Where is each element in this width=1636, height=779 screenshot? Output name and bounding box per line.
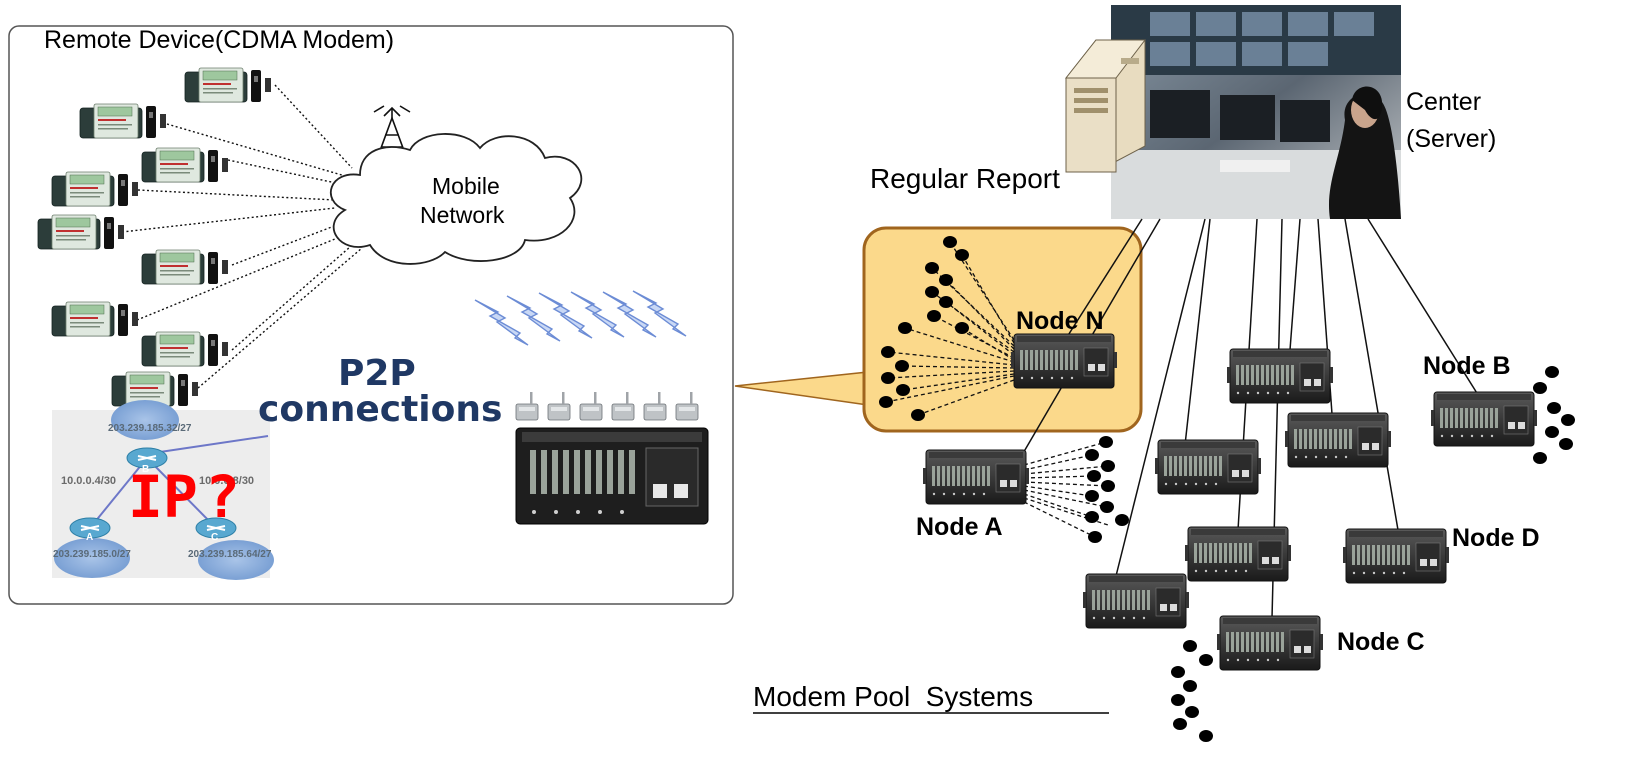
modem-pool-rack-5 [1082, 573, 1190, 629]
callout-pointer [734, 371, 869, 406]
router-b-label: B [142, 464, 150, 475]
modem-pool-rack-2 [1284, 412, 1392, 468]
subnet-left-label: 10.0.0.4/30 [61, 475, 117, 487]
remote-panel-title: Remote Device(CDMA Modem) [44, 26, 395, 54]
modem-pool-chassis-icon [515, 427, 709, 525]
modem-pool-rack-3 [1154, 439, 1262, 495]
node-c-clients [1171, 640, 1213, 742]
node-a-label: Node A [916, 513, 1003, 541]
subnet-bottom-left-label: 203.239.185.0/27 [53, 549, 131, 560]
node-b-label: Node B [1423, 352, 1511, 380]
modem-pool-rack-4 [1184, 526, 1292, 582]
p2p-label-line1: P2P [338, 353, 416, 394]
modem-pool-rack-1 [1226, 348, 1334, 404]
modem-pool-node-c [1216, 615, 1324, 671]
ip-question-mark: ? [205, 463, 240, 531]
center-label-line1: Center [1406, 88, 1482, 116]
control-center-photo [1064, 5, 1401, 219]
modem-pool-node-b [1430, 391, 1538, 447]
p2p-label-line2: connections [258, 389, 503, 430]
node-n-clients [879, 236, 969, 421]
node-n-label: Node N [1016, 307, 1104, 335]
center-label-line2: (Server) [1406, 125, 1497, 153]
modem-links [121, 84, 363, 389]
node-d-label: Node D [1452, 524, 1540, 552]
subnet-bottom-right-label: 203.239.185.64/27 [188, 549, 272, 560]
modem-pool-node-n [1010, 333, 1118, 389]
router-a-label: A [86, 532, 94, 543]
modem-pool-node-a [922, 449, 1030, 505]
node-a-clients [1085, 436, 1129, 543]
router-c-label: C [211, 532, 219, 543]
subnet-top-label: 203.239.185.32/27 [108, 423, 192, 434]
cloud-label-line1: Mobile [432, 173, 500, 199]
cloud-label-line2: Network [420, 202, 505, 228]
wireless-signal-icons [474, 290, 687, 346]
node-c-label: Node C [1337, 628, 1425, 656]
subnet-right-label: 10.0.0.8/30 [199, 475, 255, 487]
modem-pool-caption: Modem Pool Systems [753, 681, 1034, 712]
node-a-client-links [1023, 441, 1109, 538]
mobile-network-cloud-icon [329, 133, 583, 265]
ip-network-inset [52, 400, 274, 580]
regular-report-label: Regular Report [870, 163, 1060, 194]
modem-pool-node-d [1342, 528, 1450, 584]
node-b-clients [1533, 366, 1575, 464]
ip-label: IP [128, 463, 198, 531]
server-tower-icon [1064, 39, 1147, 173]
